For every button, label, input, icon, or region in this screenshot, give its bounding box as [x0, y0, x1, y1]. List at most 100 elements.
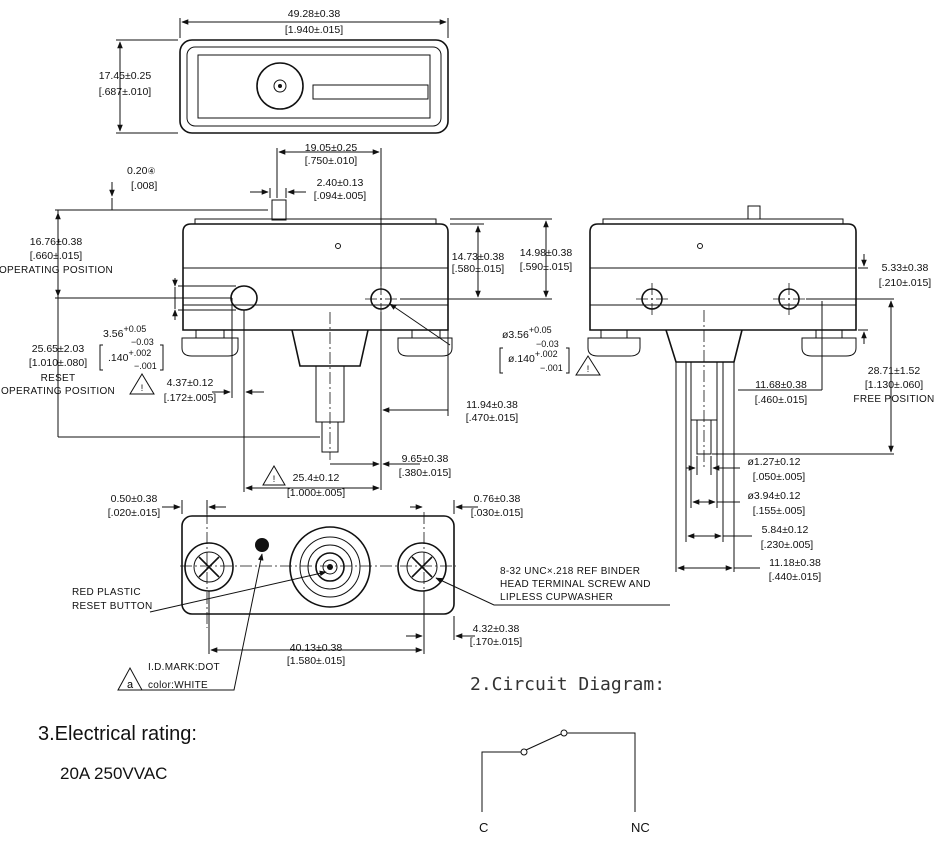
d050-mm: 0.50±0.38 [111, 493, 158, 505]
d254-in: [1.000±.005] [287, 487, 345, 499]
front-body [182, 223, 449, 331]
d394-mm: ø3.94±0.12 [747, 490, 800, 502]
label-nc: NC [631, 820, 650, 835]
id-mark-1: I.D.MARK:DOT [148, 662, 220, 673]
switch-arm [525, 733, 562, 751]
d394-in: [.155±.005] [753, 505, 806, 517]
plunger-mm: 2.40±0.13 [317, 177, 364, 189]
hole-left-in-minus: −.001 [134, 361, 157, 371]
top-slot [312, 84, 429, 100]
label-c: C [479, 820, 488, 835]
d4013-in: [1.580±.015] [287, 655, 345, 667]
hole-left-mm-minus: −0.03 [131, 337, 154, 347]
warning-triangle-glyph-2: ! [587, 364, 590, 374]
d584-in: [.230±.005] [761, 539, 814, 551]
body-h1-in: [.580±.015] [452, 263, 505, 275]
hole-right-mm: ø3.56+0.05 [502, 325, 552, 341]
d1194-in: [.470±.015] [466, 412, 519, 424]
warning-a-icon [117, 666, 143, 691]
electrical-rating: 3.Electrical rating: 20A 250VVAC [38, 723, 197, 783]
hole-right-in: ø.140+.002 [508, 349, 558, 365]
top-view: 49.28±0.38 [1.940±.015] 17.45±0.25 [.687… [99, 8, 449, 134]
contact-c [520, 748, 528, 756]
warning-triangle-glyph-3: ! [273, 474, 276, 484]
hole-offset-in: [.172±.005] [164, 392, 217, 404]
plunger-in: [.094±.005] [314, 190, 367, 202]
d076-mm: 0.76±0.38 [474, 493, 521, 505]
warning-triangle-icon [129, 373, 155, 395]
d1194-mm: 11.94±0.38 [466, 399, 518, 411]
side-body [589, 223, 857, 331]
warning-triangle-icon-3 [262, 465, 286, 486]
d4013-mm: 40.13±0.38 [290, 642, 343, 654]
d1118-in: [.440±.015] [769, 571, 822, 583]
d127-mm: ø1.27±0.12 [747, 456, 800, 468]
free-mm: 28.71±1.52 [868, 365, 921, 377]
top-plunger-circle [256, 62, 304, 110]
screw-note-1: 8-32 UNC×.218 REF BINDER [500, 566, 640, 577]
screw-note-3: LIPLESS CUPWASHER [500, 592, 613, 603]
free-label: FREE POSITION [853, 394, 934, 405]
pin-spacing-mm: 19.05±0.25 [305, 142, 358, 154]
op-pos-in: [.660±.015] [30, 250, 83, 262]
circuit-diagram: 2.Circuit Diagram: C NC [470, 674, 665, 835]
d584-mm: 5.84±0.12 [762, 524, 809, 536]
id-mark-dot [255, 538, 269, 552]
d432-in: [.170±.015] [470, 636, 523, 648]
reset-note-1: RED PLASTIC [72, 587, 141, 598]
body-h2-in: [.590±.015] [520, 261, 573, 273]
body-h1-mm: 14.73±0.38 [452, 251, 505, 263]
top-height-in: [.687±.010] [99, 86, 152, 98]
circuit-title: 2.Circuit Diagram: [470, 674, 665, 695]
screw-note-2: HEAD TERMINAL SCREW AND [500, 579, 651, 590]
op-pos-label: OPERATING POSITION [0, 265, 113, 276]
d050-in: [.020±.015] [108, 507, 161, 519]
bottom-body [181, 515, 455, 615]
front-plunger [271, 199, 287, 221]
top-view-outline [179, 39, 449, 134]
reset-in: [1.010±.080] [29, 357, 87, 369]
d533-mm: 5.33±0.38 [882, 262, 929, 274]
d965-mm: 9.65±0.38 [402, 453, 449, 465]
reset-mm: 25.65±2.03 [32, 343, 85, 355]
body-h2-mm: 14.98±0.38 [520, 247, 573, 259]
center-plunger-boss [289, 526, 371, 608]
contact-nc [560, 729, 568, 737]
id-mark-2: color:WHITE [148, 680, 208, 691]
reset-label-1: RESET [41, 373, 76, 384]
d254-mm: 25.4±0.12 [293, 472, 340, 484]
warning-triangle-icon-2 [575, 355, 601, 376]
hole-offset-mm: 4.37±0.12 [167, 377, 214, 389]
d1118-mm: 11.18±0.38 [769, 557, 821, 569]
hole-right-in-minus: −.001 [540, 363, 563, 373]
free-in: [1.130±.060] [865, 379, 923, 391]
warning-triangle-glyph: ! [141, 383, 144, 393]
op-pos-mm: 16.76±0.38 [30, 236, 83, 248]
flat-mm: 0.20④ [127, 165, 156, 177]
front-view: 19.05±0.25 [.750±.010] 2.40±0.13 [.094±.… [0, 142, 601, 499]
front-hole-left [230, 285, 258, 311]
top-width-in: [1.940±.015] [285, 24, 343, 36]
d533-in: [.210±.015] [879, 277, 932, 289]
hole-left-in: .140+.002 [108, 348, 151, 364]
hole-left-mm: 3.56+0.05 [103, 324, 146, 340]
side-view: 5.33±0.38 [.210±.015] 28.71±1.52 [1.130±… [587, 205, 934, 583]
reset-note-2: RESET BUTTON [72, 601, 152, 612]
terminal-screw-right [397, 542, 447, 592]
reset-label-2: OPERATING POSITION [1, 386, 115, 397]
hole-right-mm-minus: −0.03 [536, 339, 559, 349]
d1168-in: [.460±.015] [755, 394, 808, 406]
top-width-mm: 49.28±0.38 [288, 8, 341, 20]
electrical-value: 20A 250VVAC [60, 764, 167, 783]
d127-in: [.050±.005] [753, 471, 806, 483]
d965-in: [.380±.015] [399, 467, 452, 479]
pin-spacing-in: [.750±.010] [305, 155, 358, 167]
bottom-view: 0.50±0.38 [.020±.015] 0.76±0.38 [.030±.0… [72, 493, 670, 691]
flat-in: [.008] [131, 180, 157, 192]
electrical-title: 3.Electrical rating: [38, 723, 197, 745]
d432-mm: 4.32±0.38 [473, 623, 520, 635]
warning-a-letter: a [127, 679, 134, 691]
top-height-mm: 17.45±0.25 [99, 70, 152, 82]
d076-in: [.030±.015] [471, 507, 524, 519]
